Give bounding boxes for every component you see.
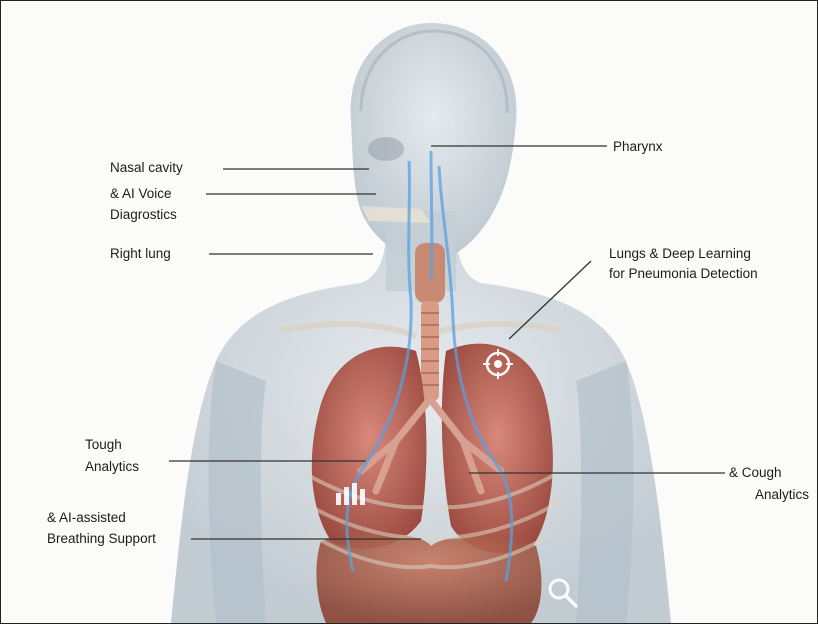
label-tough-line1: Tough <box>85 435 122 454</box>
label-ai-voice-line1: & AI Voice <box>110 184 172 203</box>
label-tough-line2: Analytics <box>85 457 139 476</box>
label-breathing-line1: & AI-assisted <box>47 508 126 527</box>
label-right-lung: Right lung <box>110 244 171 263</box>
label-breathing-line2: Breathing Support <box>47 529 156 548</box>
label-lungs-deep-line2: for Pneumonia Detection <box>609 264 758 283</box>
label-ai-voice-line2: Diagrostics <box>110 205 177 224</box>
label-cough-line2: Analytics <box>739 485 809 504</box>
label-cough-line1: & Cough <box>729 463 782 482</box>
right-arm <box>576 361 634 623</box>
eye-socket <box>368 137 404 161</box>
label-lungs-deep-line1: Lungs & Deep Learning <box>609 244 751 263</box>
label-pharynx: Pharynx <box>613 137 663 156</box>
label-nasal-cavity: Nasal cavity <box>110 158 183 177</box>
left-arm <box>209 361 267 623</box>
